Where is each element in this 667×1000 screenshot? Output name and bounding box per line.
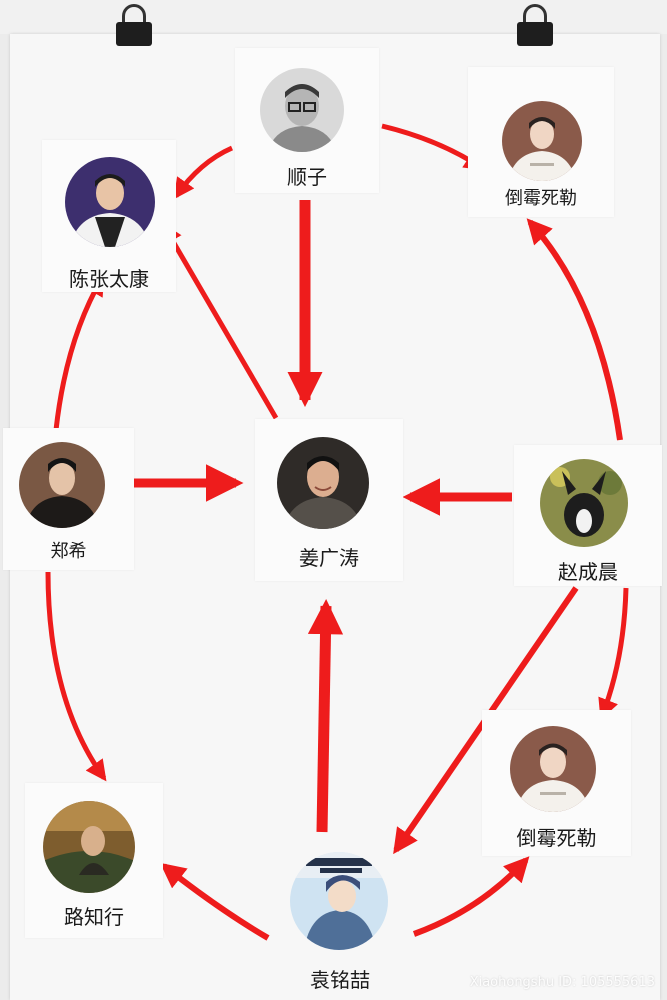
arrow-shunzi-to-chenzhangtaikang	[173, 145, 234, 200]
node-label: 袁铭喆	[310, 968, 370, 992]
node-card: 袁铭喆	[272, 840, 408, 1000]
watermark: Xiaohongshu ID: 105555613	[469, 975, 655, 990]
node-label: 倒霉死勒	[516, 826, 597, 850]
node-label: 郑希	[50, 541, 87, 562]
arrow-zhaochengchen-to-daomei_top	[526, 218, 623, 441]
arrow-zhengxi-to-chenzhangtaikang	[53, 274, 105, 431]
binder-clip-icon	[517, 4, 553, 48]
dog-avatar	[540, 459, 628, 547]
node-card: 赵成晨	[514, 445, 662, 586]
man-smiling-avatar	[277, 437, 369, 529]
man-purple-jacket-avatar	[65, 157, 155, 247]
node-card: 倒霉死勒	[482, 710, 631, 856]
man-white-hoodie-avatar	[502, 101, 582, 181]
node-card: 路知行	[25, 783, 163, 938]
anime-character-avatar	[290, 852, 388, 950]
node-label: 路知行	[64, 905, 124, 929]
man-glasses-avatar	[260, 68, 344, 152]
node-card: 郑希	[3, 428, 134, 570]
paper-top-edge	[0, 0, 667, 34]
node-card: 倒霉死勒	[468, 67, 614, 217]
man-dark-jacket-avatar	[19, 442, 105, 528]
arrow-zhaochengchen-to-daomei_bottom	[598, 587, 629, 720]
node-card: 陈张太康	[42, 140, 176, 292]
man-sofa-avatar	[43, 801, 135, 893]
binder-clip-icon	[116, 4, 152, 48]
node-label: 赵成晨	[558, 560, 618, 584]
node-label: 倒霉死勒	[505, 188, 577, 209]
node-label: 顺子	[287, 165, 327, 189]
node-card: 姜广涛	[255, 419, 403, 581]
node-card: 顺子	[235, 48, 379, 193]
man-white-hoodie-avatar	[510, 726, 596, 812]
arrow-yuanmingzhe-to-daomei_bottom	[412, 856, 530, 937]
node-label: 陈张太康	[69, 267, 149, 291]
arrow-yuanmingzhe-to-jiangguangtao	[307, 598, 344, 833]
arrow-zhengxi-to-luzhixing	[45, 571, 107, 782]
node-label: 姜广涛	[299, 546, 359, 570]
arrow-jiangguangtao-to-chenzhangtaikang	[161, 222, 279, 420]
arrow-shunzi-to-daomei_top	[381, 123, 486, 171]
arrow-yuanmingzhe-to-luzhixing	[160, 862, 270, 941]
